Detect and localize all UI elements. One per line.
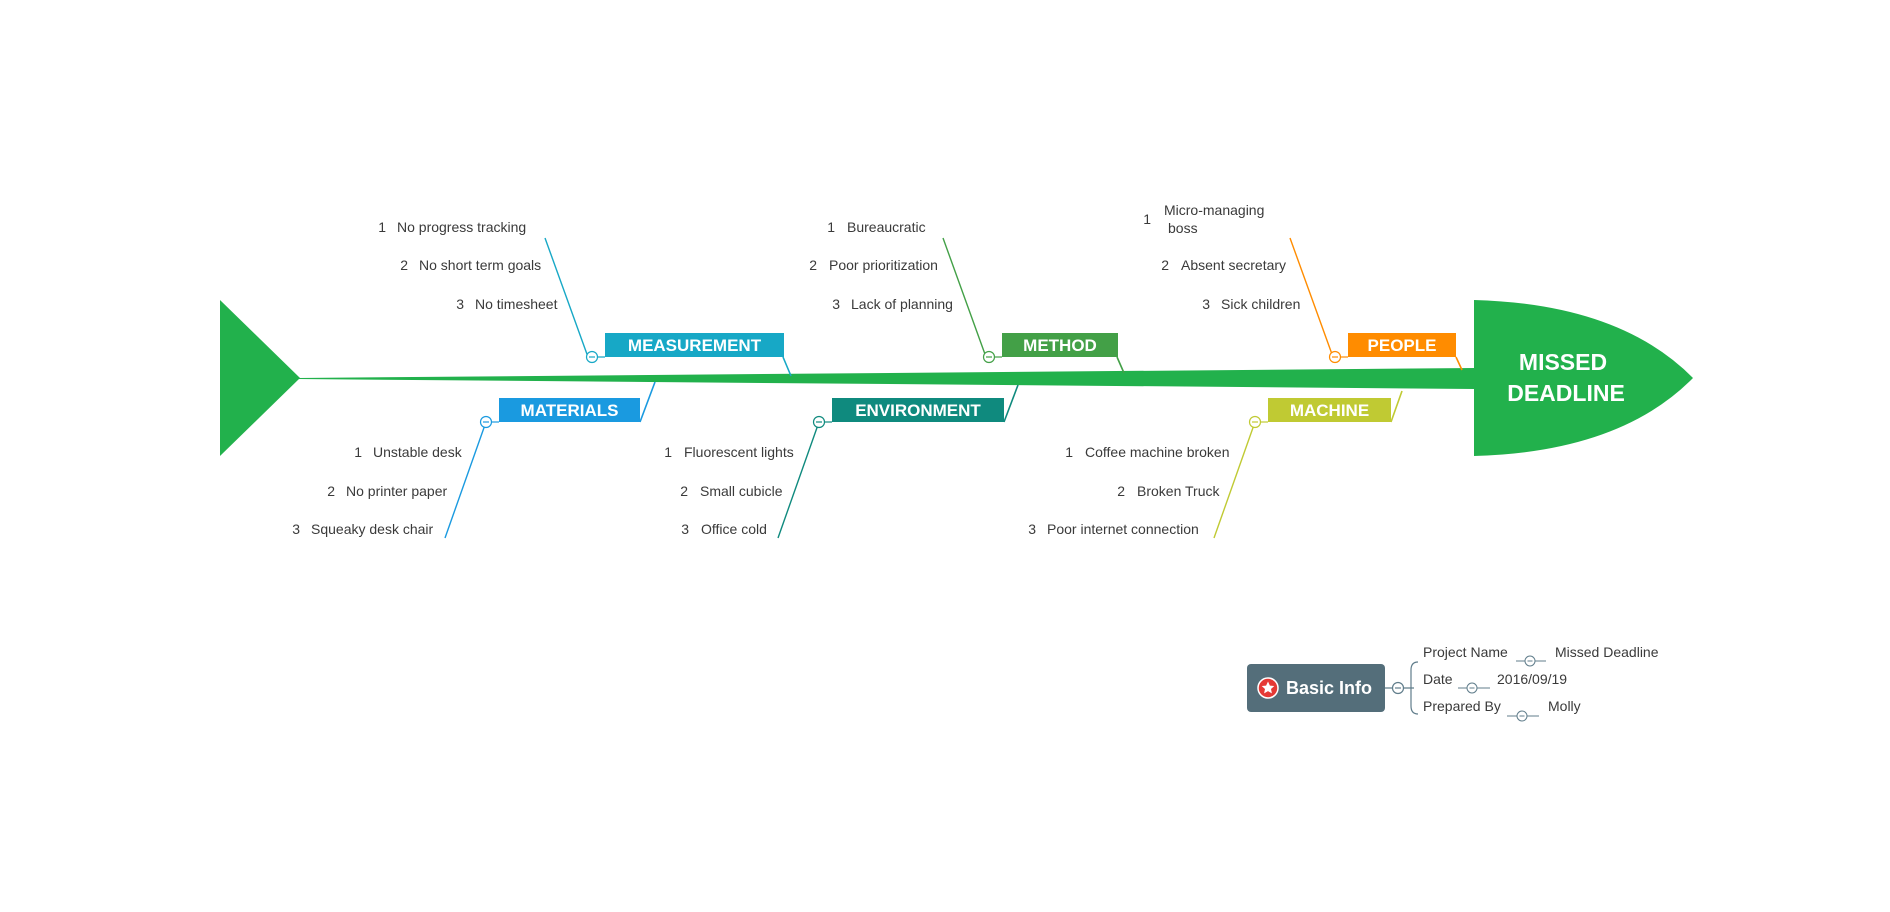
cause-text[interactable]: Lack of planning bbox=[851, 296, 953, 312]
cause-text[interactable]: Fluorescent lights bbox=[684, 444, 794, 460]
category-label-method: METHOD bbox=[1023, 336, 1097, 355]
info-label-prepared-by: Prepared By bbox=[1423, 698, 1501, 714]
cause-number: 3 bbox=[832, 296, 840, 312]
info-value-date[interactable]: 2016/09/19 bbox=[1497, 671, 1567, 687]
cause-text-continued[interactable]: boss bbox=[1168, 220, 1198, 236]
bone-method bbox=[942, 237, 987, 358]
cause-text[interactable]: Squeaky desk chair bbox=[311, 521, 434, 537]
cause-text[interactable]: Micro-managing bbox=[1164, 202, 1264, 218]
category-materials[interactable]: MATERIALS 1 Unstable desk 2 No printer p… bbox=[292, 381, 656, 539]
category-environment[interactable]: ENVIRONMENT 1 Fluorescent lights 2 Small… bbox=[664, 384, 1019, 539]
cause-number: 1 bbox=[1143, 211, 1151, 227]
bone-machine bbox=[1213, 421, 1256, 539]
bone-people-stem bbox=[1455, 356, 1463, 371]
bone-environment-stem bbox=[1003, 384, 1019, 423]
bone-materials-stem bbox=[639, 381, 656, 423]
category-label-box-environment[interactable] bbox=[832, 398, 1004, 422]
cause-number: 2 bbox=[1117, 483, 1125, 499]
fish-tail bbox=[220, 300, 300, 456]
category-machine[interactable]: MACHINE 1 Coffee machine broken 2 Broken… bbox=[1028, 390, 1403, 539]
category-label-environment: ENVIRONMENT bbox=[855, 401, 981, 420]
fish-spine bbox=[298, 368, 1475, 389]
head-title-line1: MISSED bbox=[1519, 349, 1607, 375]
fish-head[interactable]: MISSED DEADLINE bbox=[1474, 300, 1693, 456]
cause-number: 2 bbox=[680, 483, 688, 499]
cause-number: 3 bbox=[292, 521, 300, 537]
info-label-date: Date bbox=[1423, 671, 1453, 687]
basic-info-title: Basic Info bbox=[1286, 678, 1372, 698]
category-label-box-machine[interactable] bbox=[1268, 398, 1391, 422]
category-label-machine: MACHINE bbox=[1290, 401, 1369, 420]
cause-text[interactable]: Broken Truck bbox=[1137, 483, 1220, 499]
bone-environment bbox=[777, 421, 820, 539]
category-label-measurement: MEASUREMENT bbox=[628, 336, 762, 355]
cause-number: 1 bbox=[378, 219, 386, 235]
bone-machine-stem bbox=[1390, 390, 1403, 423]
cause-text[interactable]: Sick children bbox=[1221, 296, 1300, 312]
fish-head-shape bbox=[1474, 300, 1693, 456]
cause-text[interactable]: Coffee machine broken bbox=[1085, 444, 1230, 460]
cause-number: 3 bbox=[456, 296, 464, 312]
basic-info-panel[interactable]: Basic Info Project Name Missed Deadline … bbox=[1247, 644, 1659, 722]
cause-number: 2 bbox=[327, 483, 335, 499]
category-method[interactable]: METHOD 1 Bureaucratic 2 Poor prioritizat… bbox=[809, 219, 1125, 374]
category-people[interactable]: PEOPLE 1 Micro-managing boss 2 Absent se… bbox=[1143, 202, 1463, 371]
cause-number: 3 bbox=[1028, 521, 1036, 537]
bone-measurement-stem bbox=[782, 356, 792, 377]
star-badge-icon bbox=[1257, 677, 1279, 699]
bone-materials bbox=[444, 421, 487, 539]
cause-number: 1 bbox=[664, 444, 672, 460]
category-label-box-method[interactable] bbox=[1002, 333, 1118, 357]
cause-text[interactable]: Absent secretary bbox=[1181, 257, 1286, 273]
cause-text[interactable]: Office cold bbox=[701, 521, 767, 537]
cause-text[interactable]: No progress tracking bbox=[397, 219, 526, 235]
cause-number: 3 bbox=[681, 521, 689, 537]
cause-number: 1 bbox=[354, 444, 362, 460]
bone-people bbox=[1289, 237, 1334, 358]
info-label-project-name: Project Name bbox=[1423, 644, 1508, 660]
cause-number: 2 bbox=[1161, 257, 1169, 273]
cause-number: 3 bbox=[1202, 296, 1210, 312]
cause-number: 2 bbox=[400, 257, 408, 273]
category-label-box-people[interactable] bbox=[1348, 333, 1456, 357]
basic-info-node[interactable] bbox=[1247, 664, 1385, 712]
category-measurement[interactable]: MEASUREMENT 1 No progress tracking 2 No … bbox=[378, 219, 792, 377]
cause-text[interactable]: Unstable desk bbox=[373, 444, 463, 460]
category-label-box-materials[interactable] bbox=[499, 398, 640, 422]
cause-number: 1 bbox=[1065, 444, 1073, 460]
category-label-people: PEOPLE bbox=[1368, 336, 1437, 355]
info-value-project-name[interactable]: Missed Deadline bbox=[1555, 644, 1659, 660]
head-title-line2: DEADLINE bbox=[1507, 380, 1625, 406]
cause-text[interactable]: Poor internet connection bbox=[1047, 521, 1199, 537]
category-label-materials: MATERIALS bbox=[521, 401, 619, 420]
cause-text[interactable]: No timesheet bbox=[475, 296, 558, 312]
bone-measurement bbox=[544, 237, 589, 358]
info-value-prepared-by[interactable]: Molly bbox=[1548, 698, 1581, 714]
category-label-box-measurement[interactable] bbox=[605, 333, 784, 357]
cause-text[interactable]: Bureaucratic bbox=[847, 219, 926, 235]
cause-text[interactable]: Small cubicle bbox=[700, 483, 783, 499]
cause-number: 2 bbox=[809, 257, 817, 273]
bone-method-stem bbox=[1116, 356, 1125, 374]
cause-text[interactable]: Poor prioritization bbox=[829, 257, 938, 273]
cause-text[interactable]: No printer paper bbox=[346, 483, 448, 499]
basic-info-bracket bbox=[1410, 661, 1419, 715]
cause-number: 1 bbox=[827, 219, 835, 235]
cause-text[interactable]: No short term goals bbox=[419, 257, 541, 273]
